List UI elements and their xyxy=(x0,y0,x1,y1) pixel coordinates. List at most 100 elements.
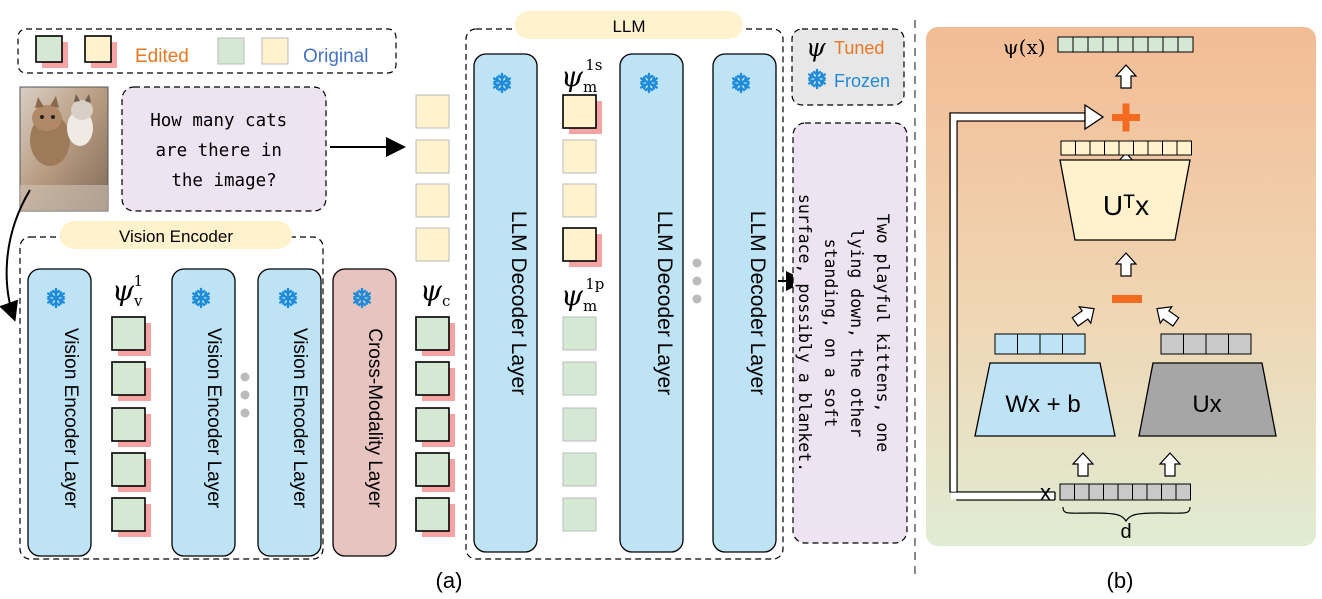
dots-icon xyxy=(240,372,250,418)
question-tokens xyxy=(415,94,450,262)
ux-block xyxy=(1138,362,1277,437)
edited-token xyxy=(415,361,450,396)
vector-cell xyxy=(1146,483,1162,501)
question-box xyxy=(121,86,327,212)
vector-cell xyxy=(1103,483,1119,501)
llm-decoder-layer-2-label: LLM Decoder Layer xyxy=(653,211,676,395)
d-brace xyxy=(1062,506,1191,523)
answer-line: Two playful kittens, one xyxy=(873,214,892,452)
legend-edited-green xyxy=(35,35,63,63)
vision-encoder-layer-2 xyxy=(171,268,236,557)
edited-token xyxy=(111,316,146,351)
original-token xyxy=(562,452,597,487)
original-token xyxy=(562,361,597,396)
vector-cell xyxy=(1057,36,1074,53)
vector-cell xyxy=(1177,36,1194,53)
vector-cell xyxy=(1072,36,1089,53)
caption-a: (a) xyxy=(436,568,463,593)
vector-cell xyxy=(1017,333,1041,355)
dots-icon xyxy=(692,258,702,304)
vector-cell xyxy=(1162,36,1179,53)
vector-cell xyxy=(1117,483,1133,501)
cross-modality-layer xyxy=(332,268,397,557)
vector-cell xyxy=(1162,140,1178,156)
vector-cell xyxy=(1059,483,1075,501)
vector-cell xyxy=(1104,140,1120,156)
vision-encoder-layer-1 xyxy=(27,268,92,557)
tuned-label: Tuned xyxy=(834,38,884,58)
answer-box xyxy=(792,122,908,544)
d-label: d xyxy=(1120,521,1131,543)
original-token xyxy=(415,183,450,218)
psi-v-symbol: ψv1 xyxy=(112,272,143,310)
edited-token xyxy=(562,227,597,262)
vector-cell xyxy=(1147,36,1164,53)
psi-m-1p-symbol: ψm1p xyxy=(561,275,604,315)
original-token xyxy=(415,139,450,174)
original-token xyxy=(415,94,450,129)
edited-token xyxy=(415,407,450,442)
legend-original-yellow xyxy=(261,37,289,65)
llm-decoder-layer-3 xyxy=(712,53,777,553)
vector-cell xyxy=(1117,36,1134,53)
vector-cell xyxy=(1060,140,1076,156)
vector-cell xyxy=(1102,36,1119,53)
image-arrow xyxy=(0,189,31,322)
llm-tokens xyxy=(562,94,602,532)
cross-modality-tokens xyxy=(415,316,455,537)
vector-cell xyxy=(1161,483,1177,501)
cross-modality-label: Cross-Modality Layer xyxy=(364,328,385,508)
vector-cell xyxy=(1087,36,1104,53)
vision-encoder-tokens xyxy=(111,316,151,537)
vector-cell xyxy=(1089,140,1105,156)
ux-label: Ux xyxy=(1192,391,1221,418)
llm-decoder-layer-1-label: LLM Decoder Layer xyxy=(507,211,530,395)
vision-encoder-layer-3-label: Vision Encoder Layer xyxy=(289,328,310,509)
vector-cell xyxy=(1132,36,1149,53)
vector-cell xyxy=(994,333,1018,355)
answer-line: standing, on a soft xyxy=(821,239,840,428)
vector-cell xyxy=(1074,483,1090,501)
minus-icon xyxy=(1112,295,1142,303)
edited-token xyxy=(111,361,146,396)
legend-edited-yellow xyxy=(84,35,112,63)
x-label: x xyxy=(1040,480,1051,505)
vision-encoder-layer-1-label: Vision Encoder Layer xyxy=(60,328,81,509)
legend-box xyxy=(17,28,397,74)
legend-edited-label: Edited xyxy=(135,46,189,67)
vector-cell xyxy=(1132,483,1148,501)
vision-encoder-title: Vision Encoder xyxy=(119,227,233,246)
cat-image xyxy=(19,86,109,212)
vision-encoder-title-pill xyxy=(60,221,292,249)
vector-cell xyxy=(1062,333,1086,355)
edited-token xyxy=(111,407,146,442)
llm-group xyxy=(465,28,784,560)
psi-x-label: ψ(x) xyxy=(1003,35,1046,59)
original-token xyxy=(562,139,597,174)
tuned-psi-symbol: ψ xyxy=(806,33,826,62)
edited-token xyxy=(111,497,146,532)
vector-cell xyxy=(1147,140,1163,156)
panel-b-background xyxy=(926,27,1316,546)
vector-cell xyxy=(1228,333,1252,355)
answer-line: surface, possibly a blanket. xyxy=(795,194,814,472)
original-token xyxy=(562,316,597,351)
original-token xyxy=(562,497,597,532)
vision-encoder-layer-2-label: Vision Encoder Layer xyxy=(203,328,224,509)
vector-cell xyxy=(1133,140,1149,156)
vector-cell xyxy=(1205,333,1229,355)
llm-title: LLM xyxy=(612,17,645,36)
vector-cell xyxy=(1176,140,1192,156)
psi-c-symbol: ψc xyxy=(420,274,450,310)
edited-token xyxy=(415,497,450,532)
question-text: How many cats are there in the image? xyxy=(150,111,298,191)
vector-cell xyxy=(1160,333,1184,355)
vector-cell xyxy=(1075,140,1091,156)
llm-decoder-layer-2 xyxy=(619,53,684,553)
vector-cell xyxy=(1039,333,1063,355)
legend-original-green xyxy=(217,37,245,65)
ut-vector xyxy=(1060,140,1192,156)
x-vector xyxy=(1059,483,1191,501)
